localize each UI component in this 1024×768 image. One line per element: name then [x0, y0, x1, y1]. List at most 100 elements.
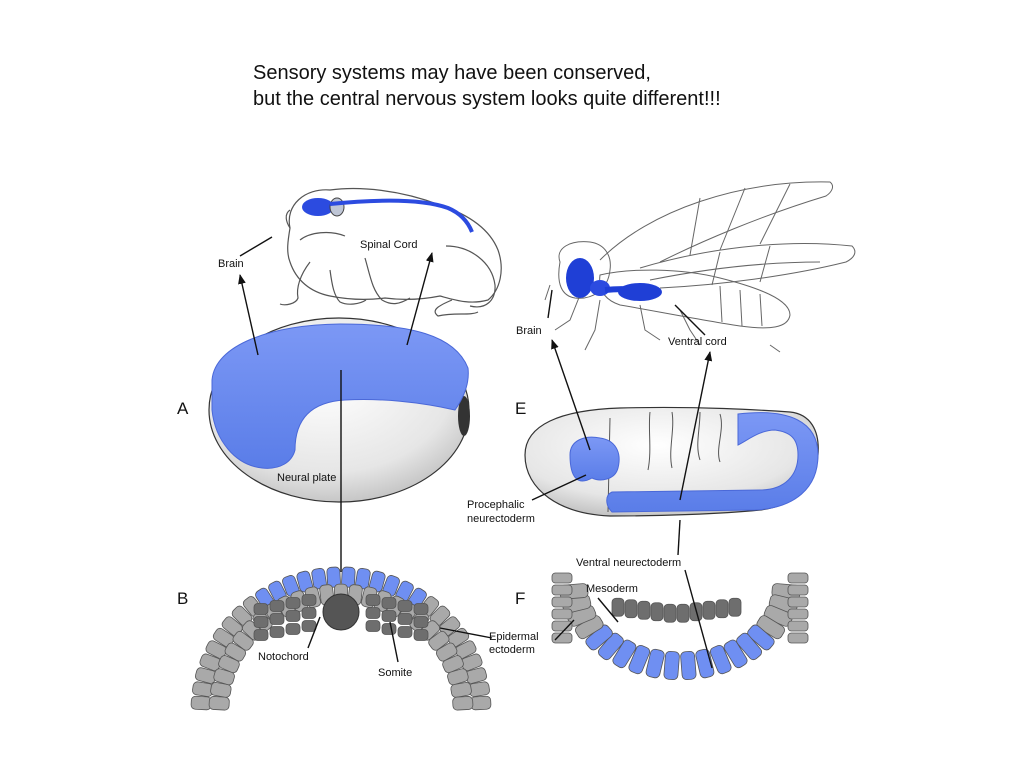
- somite-cell: [285, 597, 301, 609]
- label-epidermal-line2: ectoderm: [489, 644, 535, 656]
- somite-cell: [381, 610, 397, 622]
- fly-cross-section: [551, 572, 809, 681]
- label-ventral-neurectoderm: Ventral neurectoderm: [576, 557, 681, 569]
- mesoderm-cell: [611, 597, 625, 617]
- arrow-to-ventral-cord: [679, 351, 713, 501]
- label-procephalic-line1: Procephalic: [467, 499, 525, 511]
- mesoderm-leader: [597, 597, 619, 623]
- epidermal-cell: [551, 608, 573, 620]
- epidermal-cell: [450, 682, 472, 698]
- somite-cell: [381, 623, 397, 635]
- epidermal-cell: [787, 584, 809, 596]
- epidermal-cell: [787, 620, 809, 632]
- neural-cell: [747, 624, 775, 651]
- ventral-neurectoderm-leader: [677, 519, 681, 556]
- somite-cell: [301, 620, 317, 632]
- panel-label-e: E: [515, 399, 526, 418]
- mesoderm-cell: [728, 597, 742, 617]
- notochord-leader: [307, 616, 321, 649]
- somite-cell: [397, 626, 413, 638]
- epidermal-cell: [787, 632, 809, 644]
- fly-illustration: [544, 181, 856, 353]
- somite-cell: [301, 607, 317, 619]
- epidermal-cell: [787, 596, 809, 608]
- neural-cell: [628, 645, 651, 675]
- panel-label-f: F: [515, 589, 525, 608]
- mesoderm-cell: [663, 603, 677, 623]
- epidermal-cell: [447, 668, 469, 686]
- epidermal-cell: [218, 655, 240, 674]
- heading-line-2: but the central nervous system looks qui…: [253, 88, 721, 110]
- somite-cell: [269, 613, 285, 625]
- label-mesoderm: Mesoderm: [586, 583, 638, 595]
- label-notochord: Notochord: [258, 651, 309, 663]
- ventral-neurectoderm-to-f: [684, 569, 713, 669]
- label-epidermal-line1: Epidermal: [489, 631, 539, 643]
- epidermal-cell: [213, 668, 235, 686]
- epidermal-cell: [210, 682, 232, 698]
- arrow-to-fly-brain: [551, 339, 591, 451]
- label-ventral-cord: Ventral cord: [668, 336, 727, 348]
- label-somite: Somite: [378, 667, 412, 679]
- mesoderm-cell: [715, 599, 729, 619]
- epidermal-cell: [442, 655, 464, 674]
- epidermal-cell: [224, 642, 247, 662]
- frog-illustration: [279, 187, 502, 317]
- fly-brain-leader: [547, 289, 553, 319]
- epidermal-cell: [428, 630, 450, 651]
- epidermal-b-leader: [439, 627, 493, 639]
- ventral-cord-leader: [674, 304, 706, 336]
- somite-cell: [285, 610, 301, 622]
- epidermal-cell: [452, 696, 474, 711]
- epidermal-cell: [190, 695, 212, 711]
- neural-cell: [709, 645, 732, 675]
- epidermal-cell: [468, 681, 490, 697]
- epidermal-cell: [551, 620, 573, 632]
- somite-cell: [365, 607, 381, 619]
- neural-cell: [597, 632, 624, 661]
- somite-cell: [381, 597, 397, 609]
- somite-cell: [253, 629, 269, 641]
- slide-heading: Sensory systems may have been conserved,…: [253, 60, 721, 112]
- neural-plate-embryo: [208, 317, 470, 503]
- epidermal-cell: [787, 608, 809, 620]
- epidermal-cell: [232, 630, 254, 651]
- mesoderm-cell: [650, 602, 664, 622]
- somite-cell: [413, 616, 429, 628]
- epidermal-f-leader: [554, 619, 575, 641]
- fly-embryo: [524, 406, 819, 517]
- neural-cell: [663, 650, 680, 681]
- neural-cell: [612, 639, 637, 669]
- label-procephalic-line2: neurectoderm: [467, 513, 535, 525]
- vertebrate-cross-section: [190, 566, 492, 711]
- fly-nervous-system: [566, 258, 662, 301]
- neural-cell: [341, 566, 356, 588]
- epidermal-cell: [435, 642, 458, 662]
- label-neural-plate: Neural plate: [277, 472, 336, 484]
- somite-cell: [253, 603, 269, 615]
- somite-cell: [397, 613, 413, 625]
- mesoderm-cell: [676, 603, 690, 623]
- panel-label-a: A: [177, 399, 189, 418]
- frog-nervous-system: [302, 197, 474, 233]
- somite-cell: [413, 603, 429, 615]
- epidermal-cell: [470, 695, 492, 711]
- label-frog-brain: Brain: [218, 258, 244, 270]
- label-spinal-cord: Spinal Cord: [360, 239, 417, 251]
- somite-cell: [269, 600, 285, 612]
- epidermal-cell: [551, 572, 573, 584]
- epidermal-cell: [454, 640, 477, 659]
- somite-cell: [365, 594, 381, 606]
- somite-cell: [397, 600, 413, 612]
- epidermal-cell: [205, 640, 228, 659]
- somite-cell: [253, 616, 269, 628]
- label-fly-brain: Brain: [516, 325, 542, 337]
- somite-leader: [389, 621, 399, 663]
- somite-cell: [285, 623, 301, 635]
- mesoderm-cell: [702, 600, 716, 620]
- heading-line-1: Sensory systems may have been conserved,: [253, 62, 651, 84]
- neural-cell: [736, 632, 763, 661]
- somite-cell: [365, 620, 381, 632]
- arrow-to-spinal-cord: [406, 252, 434, 346]
